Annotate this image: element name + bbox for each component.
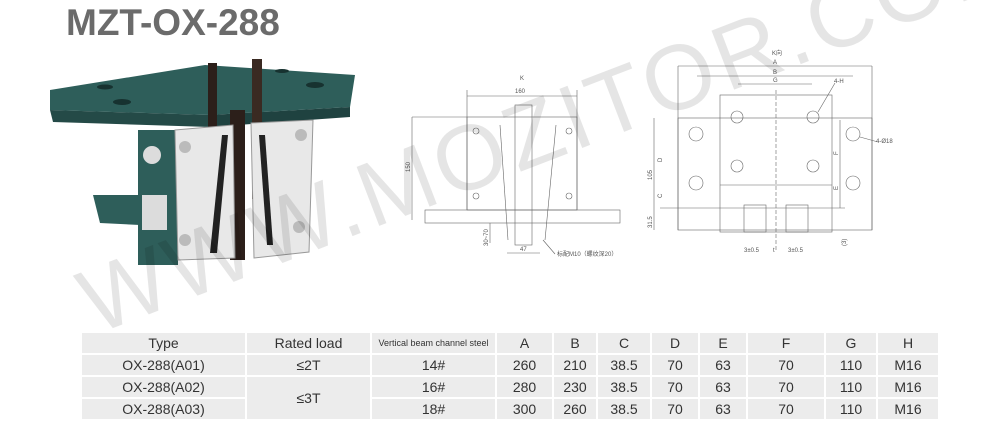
cell-f: 70 [748, 377, 824, 397]
dim-t: t [773, 248, 775, 254]
table-row: OX-288(A02) ≤3T 16# 280 230 38.5 70 63 7… [82, 377, 938, 419]
cell-load: ≤2T [247, 355, 370, 375]
height-label: 150 [406, 161, 412, 172]
header-e: E [700, 333, 746, 353]
cell-load: ≤3T [247, 377, 370, 419]
dim-d: D [658, 157, 664, 162]
cell-e: 63 [700, 399, 746, 419]
table-header-row: Type Rated load Vertical beam channel st… [82, 333, 938, 353]
holes-h-label: 4-H [834, 79, 844, 85]
cell-b: 230 [554, 377, 596, 397]
front-view-drawing: K 160 150 30~70 47 标配M10（螺纹深20） [406, 76, 621, 258]
dim-31-5: 31.5 [648, 216, 654, 228]
cell-f: 70 [748, 355, 824, 375]
width-label: 160 [515, 89, 526, 95]
cell-c: 38.5 [598, 355, 650, 375]
cell-f: 70 [748, 399, 824, 419]
spec-table: Type Rated load Vertical beam channel st… [80, 331, 940, 421]
header-c: C [598, 333, 650, 353]
cell-g: 110 [826, 399, 876, 419]
cell-b: 260 [554, 399, 596, 419]
dim-c: C [658, 193, 664, 198]
tolerance-right: 3±0.5 [788, 248, 804, 254]
cell-type: OX-288(A01) [82, 355, 245, 375]
table-row: OX-288(A01) ≤2T 14# 260 210 38.5 70 63 7… [82, 355, 938, 375]
cell-g: 110 [826, 377, 876, 397]
cell-a: 300 [497, 399, 552, 419]
cell-steel: 14# [372, 355, 495, 375]
dim-g: G [773, 78, 778, 84]
header-rated-load: Rated load [247, 333, 370, 353]
header-steel: Vertical beam channel steel [372, 333, 495, 353]
header-h: H [878, 333, 938, 353]
bolt-note: 标配M10（螺纹深20） [557, 250, 617, 258]
cell-g: 110 [826, 355, 876, 375]
header-type: Type [82, 333, 245, 353]
k-direction-label: K向 [772, 49, 782, 57]
header-b: B [554, 333, 596, 353]
header-d: D [652, 333, 698, 353]
cell-d: 70 [652, 377, 698, 397]
cell-d: 70 [652, 355, 698, 375]
header-g: G [826, 333, 876, 353]
product-photo [50, 59, 355, 265]
top-view-drawing: K向 A B G 4-H 4-Ø18 D C F E 105 31.5 3±0.… [648, 49, 893, 254]
holes-d-label: 4-Ø18 [876, 139, 893, 145]
cell-h: M16 [878, 377, 938, 397]
cell-c: 38.5 [598, 377, 650, 397]
cell-e: 63 [700, 377, 746, 397]
cell-e: 63 [700, 355, 746, 375]
product-title: MZT-OX-288 [66, 2, 280, 43]
cell-b: 210 [554, 355, 596, 375]
dim-a: A [773, 60, 777, 66]
gap-label: 47 [520, 247, 527, 253]
dim-f: F [834, 151, 840, 155]
dim-b: B [773, 70, 777, 76]
cell-h: M16 [878, 399, 938, 419]
cell-type: OX-288(A03) [82, 399, 245, 419]
cell-h: M16 [878, 355, 938, 375]
header-f: F [748, 333, 824, 353]
dim-3: (3) [842, 239, 848, 246]
k-label: K [520, 76, 524, 82]
dim-e: E [834, 186, 840, 190]
dim-105: 105 [648, 169, 654, 180]
cell-steel: 18# [372, 399, 495, 419]
tolerance-left: 3±0.5 [744, 248, 760, 254]
cell-c: 38.5 [598, 399, 650, 419]
cell-type: OX-288(A02) [82, 377, 245, 397]
header-a: A [497, 333, 552, 353]
table-row: OX-288(A03) 18# 300 260 38.5 70 63 70 11… [82, 399, 938, 419]
range-label: 30~70 [484, 228, 490, 246]
cell-a: 280 [497, 377, 552, 397]
cell-steel: 16# [372, 377, 495, 397]
cell-a: 260 [497, 355, 552, 375]
cell-d: 70 [652, 399, 698, 419]
